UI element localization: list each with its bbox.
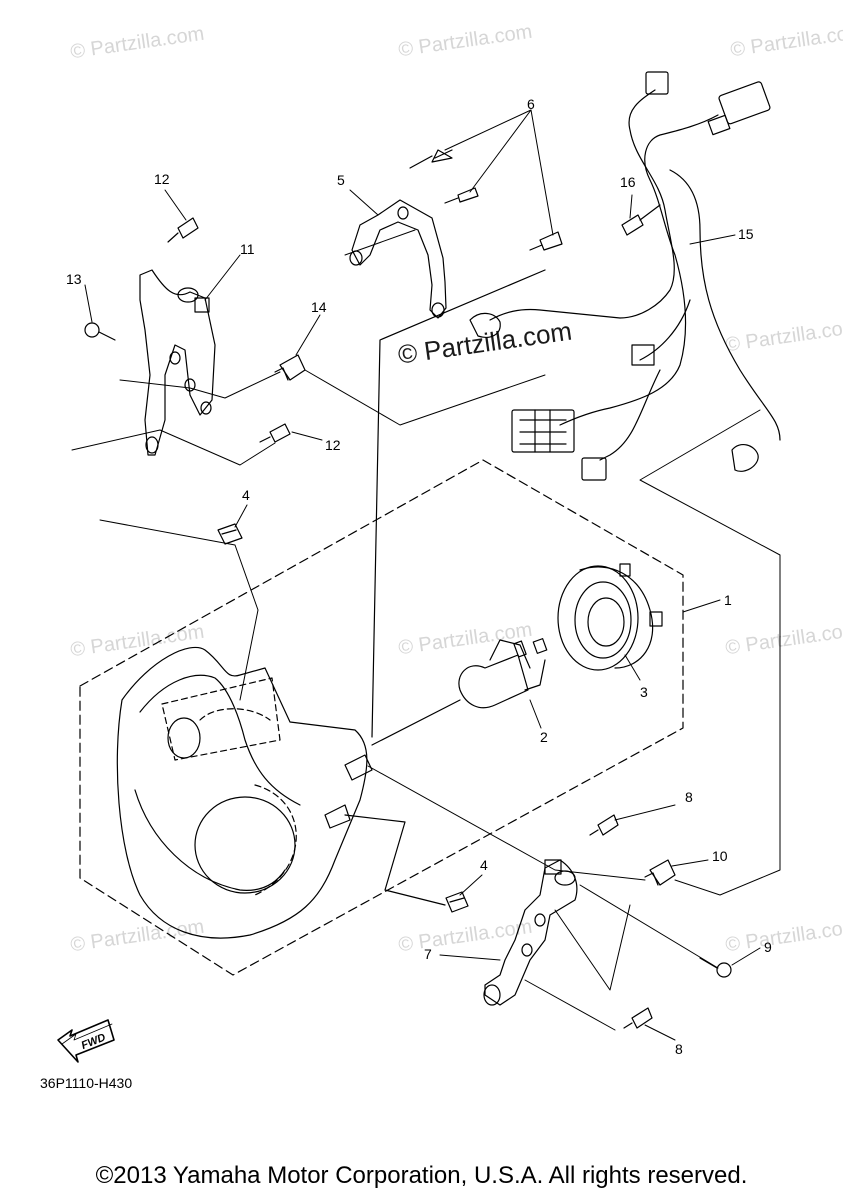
- bolt-6a: [409, 149, 453, 169]
- callout-16: 16: [620, 174, 636, 190]
- callout-14: 14: [311, 299, 327, 315]
- clamp-14: [274, 354, 306, 381]
- socket-cover: [557, 563, 663, 671]
- bracket: [349, 199, 447, 319]
- callout-9: 9: [764, 939, 772, 955]
- diagram-code: 36P1110-H430: [40, 1075, 133, 1091]
- bolt-6c: [529, 231, 563, 251]
- callout-2: 2: [540, 729, 548, 745]
- bolt-8a: [589, 814, 619, 836]
- callout-13: 13: [66, 271, 82, 287]
- headlight-stay-left: [139, 269, 216, 456]
- bolt-8b: [623, 1007, 653, 1029]
- assembly-frame-dashed: [79, 459, 684, 976]
- headlight-housing: [116, 646, 373, 939]
- callout-8: 8: [685, 789, 693, 805]
- wire-harness: [469, 71, 781, 481]
- bulb: [371, 638, 548, 746]
- bolt-16: [621, 204, 661, 236]
- leader-line: [344, 814, 446, 906]
- bolt-6b: [444, 187, 479, 204]
- headlight-stay-right: [483, 859, 578, 1006]
- callout-1: 1: [724, 592, 732, 608]
- forward-arrow-icon: [57, 1019, 115, 1063]
- bolt-12b: [259, 423, 291, 443]
- callout-8: 8: [675, 1041, 683, 1057]
- callout-7: 7: [424, 946, 432, 962]
- callout-15: 15: [738, 226, 754, 242]
- bolt-9: [699, 957, 732, 978]
- callout-4: 4: [242, 487, 250, 503]
- callout-4: 4: [480, 857, 488, 873]
- bolt-12a: [167, 217, 199, 243]
- callout-6: 6: [527, 96, 535, 112]
- callout-12: 12: [154, 171, 170, 187]
- clamp-10: [644, 859, 676, 886]
- callout-12: 12: [325, 437, 341, 453]
- leader-line: [371, 269, 546, 738]
- callout-3: 3: [640, 684, 648, 700]
- bolt-13: [84, 322, 116, 341]
- forward-label: FWD: [80, 1032, 108, 1053]
- clip-4a: [217, 523, 243, 545]
- callout-10: 10: [712, 848, 728, 864]
- callout-11: 11: [240, 241, 255, 257]
- clip-4b: [445, 891, 469, 913]
- copyright-notice: ©2013 Yamaha Motor Corporation, U.S.A. A…: [95, 1162, 748, 1189]
- callout-5: 5: [337, 172, 345, 188]
